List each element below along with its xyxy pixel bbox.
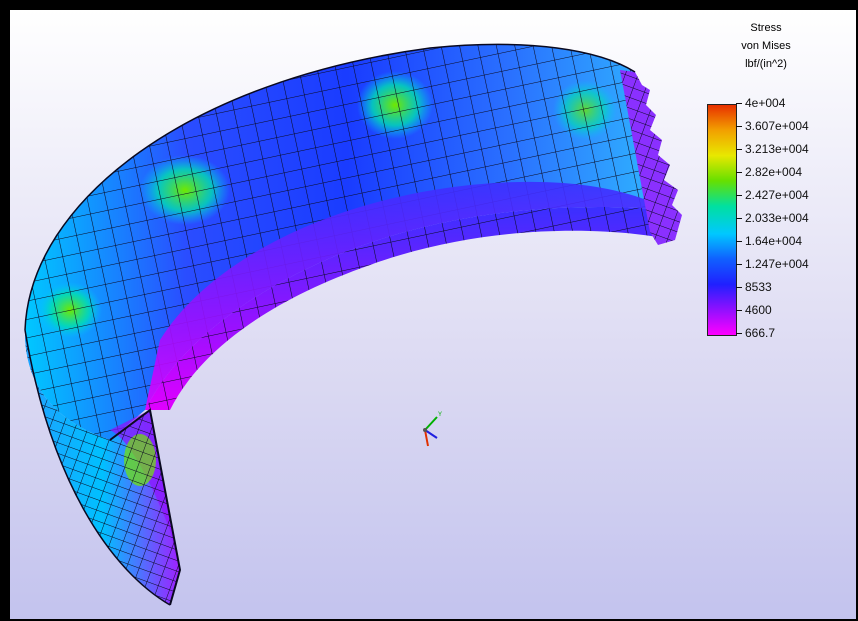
- legend-tick-label: 3.213e+004: [736, 142, 809, 156]
- legend-tick-label: 3.607e+004: [736, 119, 809, 133]
- legend-tick-label: 2.033e+004: [736, 211, 809, 225]
- graphics-viewport[interactable]: Y Stress von Mises lbf/(in^2) 4e+004 3.6…: [10, 10, 856, 619]
- legend-tick-label: 8533: [736, 280, 772, 294]
- z-axis-line: [424, 429, 438, 439]
- legend-tick-label: 4600: [736, 303, 772, 317]
- legend-title-line-1: Stress: [750, 22, 782, 34]
- model-outline: [24, 43, 636, 606]
- legend-colorbar: [707, 104, 737, 336]
- legend-tick-label: 2.427e+004: [736, 188, 809, 202]
- legend-tick-label: 1.64e+004: [736, 234, 802, 248]
- legend-tick-label: 2.82e+004: [736, 165, 802, 179]
- legend-tick-label: 1.247e+004: [736, 257, 809, 271]
- triad-y-label: Y: [438, 412, 442, 418]
- inner-surface: [145, 181, 675, 410]
- legend-title: Stress von Mises lbf/(in^2): [706, 19, 826, 73]
- legend-tick-label: 4e+004: [736, 96, 785, 110]
- x-axis-line: [424, 429, 429, 447]
- legend-title-line-2: von Mises: [741, 40, 791, 52]
- right-end-face: [620, 70, 682, 245]
- legend-labels: 4e+004 3.607e+004 3.213e+004 2.82e+004 2…: [736, 96, 856, 346]
- legend-tick-label: 666.7: [736, 326, 775, 340]
- y-axis-line: [424, 416, 438, 431]
- left-end-face: [24, 330, 182, 606]
- stress-model[interactable]: Y: [10, 10, 856, 619]
- coordinate-triad: Y: [423, 412, 442, 447]
- legend-title-line-3: lbf/(in^2): [745, 58, 787, 70]
